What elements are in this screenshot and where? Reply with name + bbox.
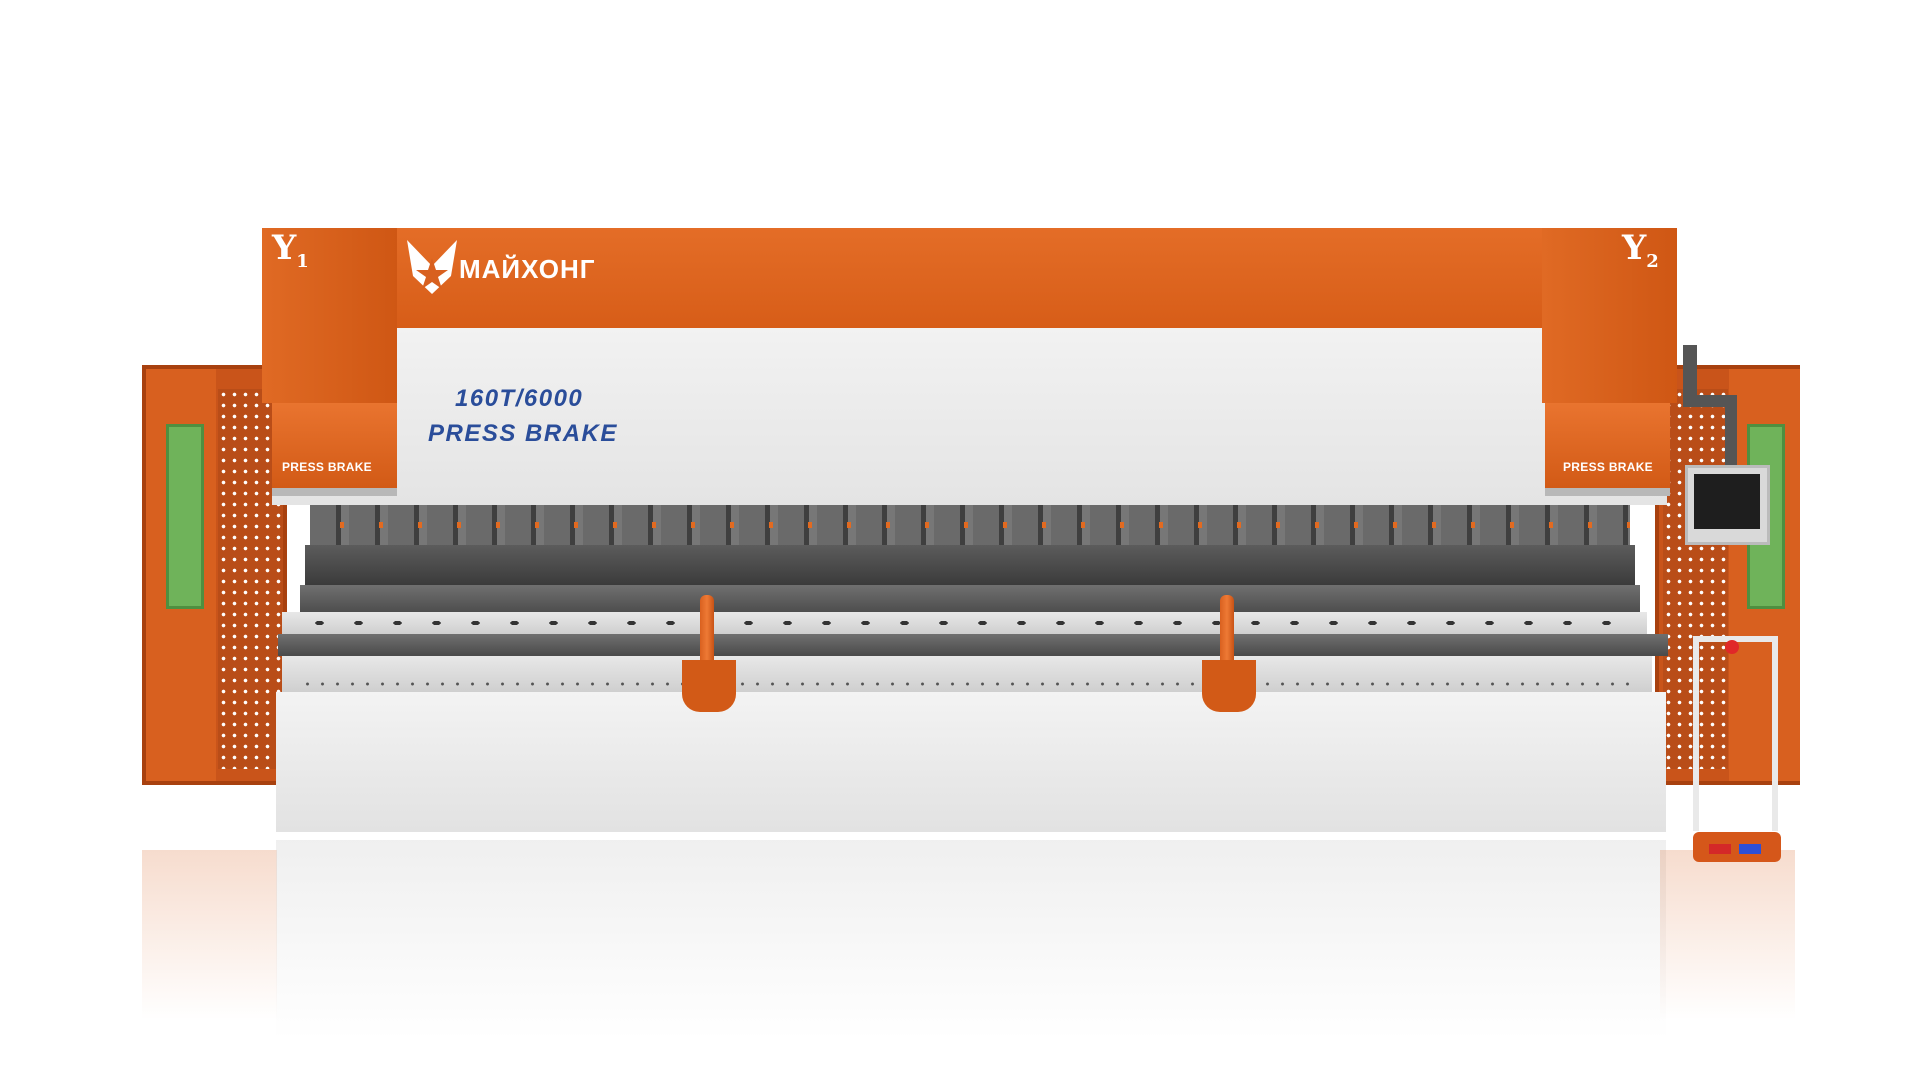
cylinder-housing-left bbox=[262, 228, 397, 403]
cheek-label-right: PRESS BRAKE bbox=[1563, 460, 1653, 474]
machine-reflection bbox=[276, 840, 1666, 1040]
cheek-shadow-right bbox=[1545, 488, 1670, 496]
rail-holes bbox=[300, 680, 1630, 688]
machine-base bbox=[276, 692, 1666, 832]
model-name: PRESS BRAKE bbox=[428, 420, 618, 447]
support-arm-left-bracket bbox=[682, 660, 736, 712]
cheek-label-left: PRESS BRAKE bbox=[282, 460, 372, 474]
lower-die bbox=[278, 634, 1668, 656]
die-slots bbox=[300, 617, 1630, 629]
cylinder-label-y1: Y1 bbox=[272, 228, 309, 272]
clamp-markers bbox=[310, 522, 1630, 528]
press-ram bbox=[272, 325, 1667, 505]
support-arm-right-bracket bbox=[1202, 660, 1256, 712]
cnc-display bbox=[1694, 474, 1760, 529]
guard-right-reflection bbox=[1660, 850, 1795, 1020]
model-number: 160T/6000 bbox=[455, 385, 584, 412]
cheek-shadow-left bbox=[272, 488, 397, 496]
guard-left-reflection bbox=[142, 850, 277, 1020]
emergency-stop-button[interactable] bbox=[1725, 640, 1739, 654]
support-arm-left bbox=[700, 595, 714, 675]
cnc-control-screen[interactable] bbox=[1685, 465, 1770, 545]
star-m-logo-icon bbox=[407, 240, 457, 294]
cheek-plate-right bbox=[1545, 403, 1670, 488]
support-arm-right bbox=[1220, 595, 1234, 675]
cylinder-label-y2: Y2 bbox=[1622, 228, 1659, 272]
top-beam bbox=[262, 228, 1677, 328]
pendant-arm-vertical bbox=[1683, 345, 1697, 405]
guard-panel-left bbox=[142, 365, 287, 785]
foot-pedal-stand bbox=[1693, 636, 1778, 831]
brand-name: МАЙХОНГ bbox=[459, 254, 596, 284]
brand-logo: МАЙХОНГ bbox=[405, 236, 625, 298]
foot-pedal-blue[interactable] bbox=[1739, 844, 1761, 854]
punch-tip bbox=[300, 585, 1640, 615]
cheek-plate-left bbox=[272, 403, 397, 488]
pendant-arm-horizontal bbox=[1683, 395, 1733, 407]
foot-pedal-red[interactable] bbox=[1709, 844, 1731, 854]
foot-pedal-box bbox=[1693, 832, 1781, 862]
guard-window-left bbox=[166, 424, 204, 609]
pendant-arm-drop bbox=[1725, 395, 1737, 465]
cylinder-housing-right bbox=[1542, 228, 1677, 403]
upper-punch bbox=[305, 545, 1635, 585]
